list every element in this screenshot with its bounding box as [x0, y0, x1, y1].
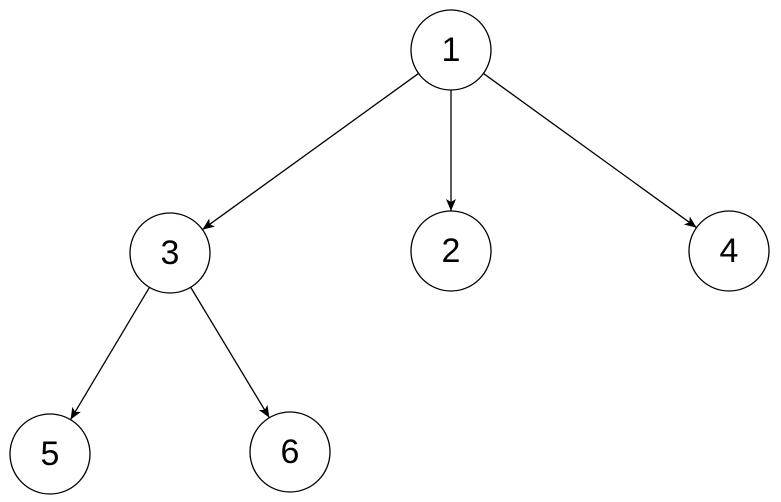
tree-node-5: 5 [9, 413, 91, 495]
node-label-3: 3 [161, 234, 180, 272]
node-circle-3 [129, 212, 211, 294]
node-circle-1 [410, 9, 492, 91]
node-circle-4 [688, 210, 770, 292]
edge-3-5 [69, 287, 151, 420]
tree-node-3: 3 [129, 212, 211, 294]
node-label-6: 6 [281, 433, 300, 471]
node-label-1: 1 [442, 31, 461, 69]
edge-1-4 [483, 72, 697, 229]
node-circle-2 [410, 210, 492, 292]
edge-3-6 [190, 286, 270, 419]
node-label-5: 5 [41, 435, 60, 473]
tree-node-6: 6 [249, 411, 331, 493]
tree-node-4: 4 [688, 210, 770, 292]
node-label-2: 2 [442, 232, 461, 270]
node-circle-5 [9, 413, 91, 495]
node-circle-6 [249, 411, 331, 493]
tree-node-1: 1 [410, 9, 492, 91]
tree-node-2: 2 [410, 210, 492, 292]
node-label-4: 4 [720, 232, 739, 270]
edge-1-3 [202, 72, 419, 231]
